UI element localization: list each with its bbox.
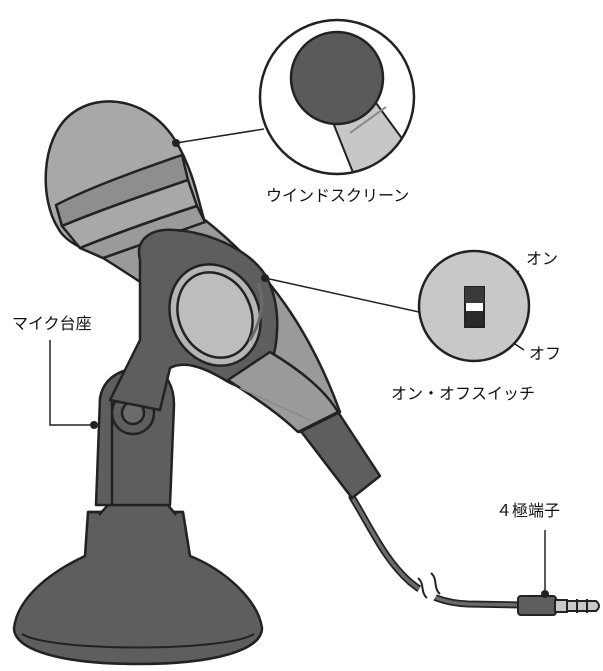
mic-holder-clip	[108, 228, 279, 412]
label-onoff-switch: オン・オフスイッチ	[391, 384, 536, 403]
label-switch-on: オン	[526, 249, 559, 268]
mic-head	[44, 100, 207, 260]
label-switch-off: オフ	[529, 344, 562, 363]
windscreen-zoom-circle	[258, 18, 416, 176]
plug-4-pole	[517, 595, 600, 616]
label-mic-stand: マイク台座	[12, 314, 92, 333]
switch-zoom-circle	[417, 249, 531, 363]
mic-lower-body	[226, 350, 340, 434]
label-plug: ４極端子	[496, 501, 561, 520]
cable-break-mark	[413, 572, 445, 608]
stand-base	[12, 503, 264, 666]
label-windscreen: ウインドスクリーン	[266, 186, 410, 205]
cable	[348, 493, 524, 609]
